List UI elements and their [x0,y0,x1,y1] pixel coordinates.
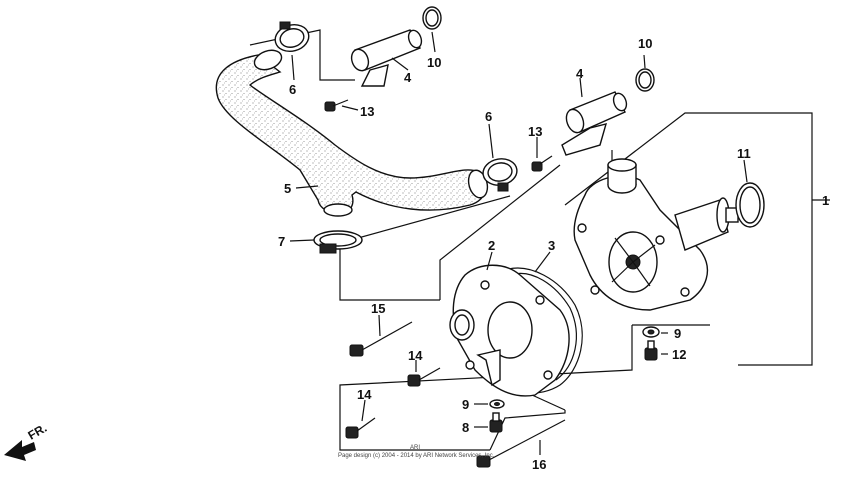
callout-6-upper: 6 [289,82,296,97]
bolt-part-13-upper [324,99,349,112]
bolt-part-15 [349,321,413,357]
front-direction-label: FR. [26,421,50,443]
pump-cover-part-2 [449,264,570,397]
leader-lines [289,31,748,455]
callout-10-lower: 10 [638,36,652,51]
callout-9-right: 9 [674,326,681,341]
water-pump-part-1 [573,158,739,311]
callout-4-lower: 4 [576,66,584,81]
callout-14-upper: 14 [408,348,423,363]
callout-7: 7 [278,234,285,249]
washer-part-9-lower [489,399,505,409]
callout-11: 11 [737,146,751,161]
drain-bolt-part-8 [489,412,503,433]
o-ring-part-10-upper [422,6,442,30]
o-ring-part-11 [735,182,765,228]
callout-9-lower: 9 [462,397,469,412]
callout-3: 3 [548,238,555,253]
callout-4-upper: 4 [404,70,412,85]
bolt-part-12 [644,340,658,361]
callout-8: 8 [462,420,469,435]
callout-2: 2 [488,238,495,253]
bolt-part-14-lower [345,417,376,439]
copyright-brand-watermark: ARI [410,445,420,451]
callout-16: 16 [532,457,546,472]
hose-clamp-part-7 [313,230,363,254]
water-pipe-part-4-lower [561,91,628,156]
hose-clamp-part-6-middle [482,158,518,192]
callout-13-lower: 13 [528,124,542,139]
bolt-part-13-lower [531,155,553,172]
callout-13-upper: 13 [360,104,374,119]
callout-6-middle: 6 [485,109,492,124]
callout-1: 1 [822,193,829,208]
callout-14-lower: 14 [357,387,372,402]
callout-15: 15 [371,301,385,316]
washer-part-9-right [642,326,660,338]
coolant-hose-part-5 [215,49,489,217]
callout-10-upper: 10 [427,55,441,70]
callout-5: 5 [284,181,291,196]
front-direction-arrow-icon [4,440,36,461]
callout-12: 12 [672,347,686,362]
o-ring-part-10-lower [635,68,655,92]
bolt-part-16 [476,419,566,468]
bolt-part-14-upper [407,367,441,387]
hose-clamp-part-6-upper [274,21,310,53]
water-pipe-part-4-upper [350,29,423,87]
copyright-text: Page design (c) 2004 - 2014 by ARI Netwo… [338,453,495,459]
